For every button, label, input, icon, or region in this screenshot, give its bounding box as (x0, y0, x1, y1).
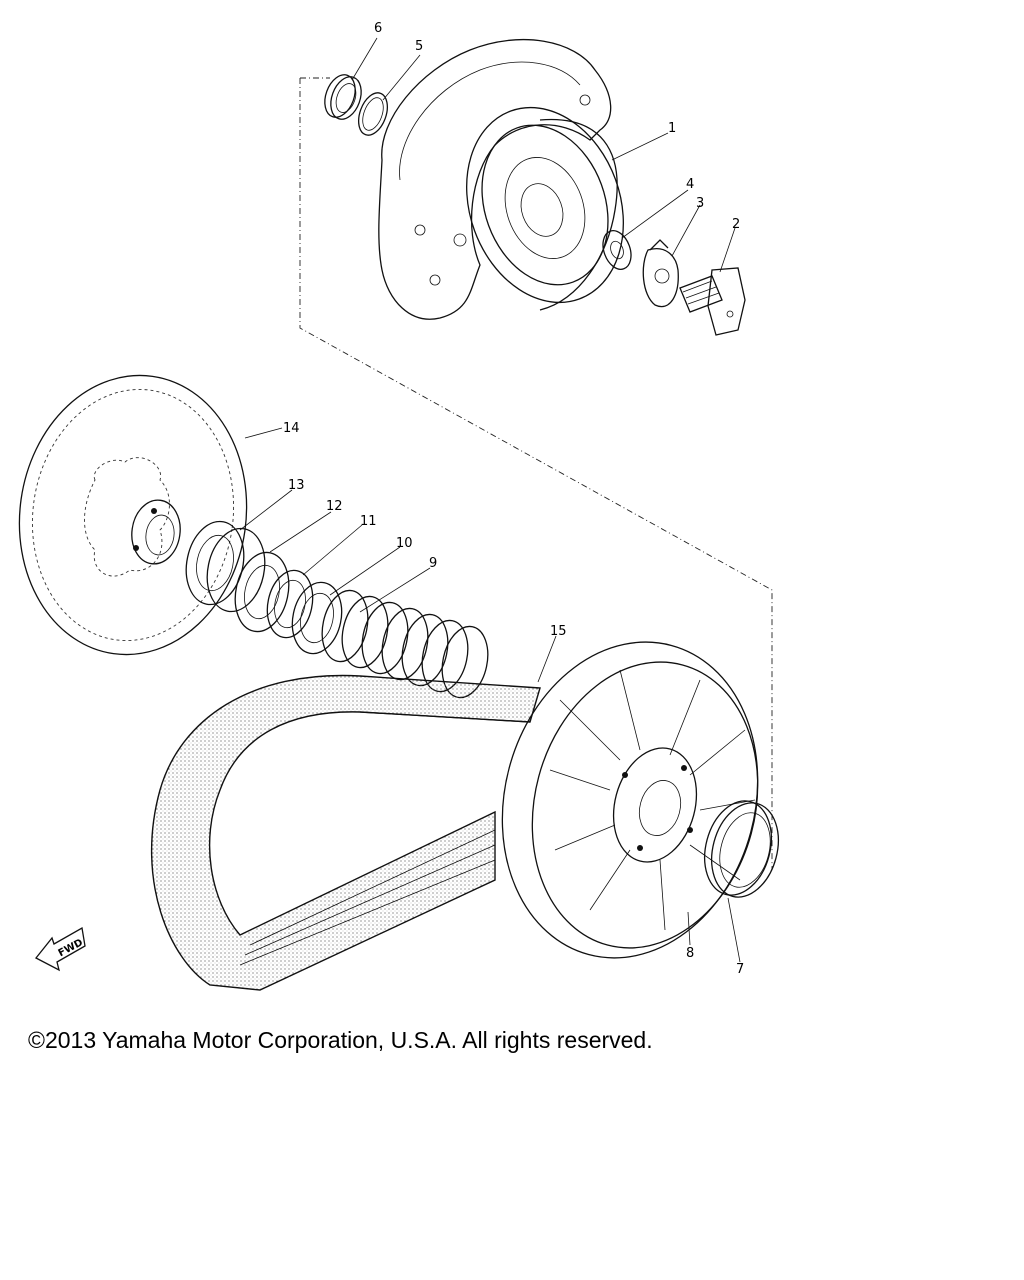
assembly-guide-lines (299, 77, 773, 870)
part-14-sheave-disc (18, 374, 248, 656)
callout-14: 14 (283, 421, 300, 436)
callout-5: 5 (415, 39, 423, 54)
callout-1: 1 (668, 121, 676, 136)
part-8-sheave (501, 641, 759, 959)
part-11-washer (266, 569, 314, 639)
callout-15: 15 (550, 624, 567, 639)
part-7-collar-ring (704, 800, 779, 898)
fwd-arrow-icon: FWD (34, 926, 86, 972)
part-3-lock-washer (642, 239, 679, 308)
part-4-washer (602, 230, 632, 270)
callout-10: 10 (396, 536, 413, 551)
part-10-spring-seat (291, 581, 343, 655)
callout-8: 8 (686, 946, 694, 961)
callout-13: 13 (288, 478, 305, 493)
callout-2: 2 (732, 217, 740, 232)
exploded-parts-diagram: 6 5 1 4 3 2 14 13 12 11 10 9 15 8 7 FWD (18, 21, 779, 991)
callout-numbers: 6 5 1 4 3 2 14 13 12 11 10 9 15 8 7 (283, 21, 744, 977)
callout-6: 6 (374, 21, 382, 36)
copyright-notice: ©2013 Yamaha Motor Corporation, U.S.A. A… (28, 1027, 653, 1053)
callout-12: 12 (326, 499, 343, 514)
callout-4: 4 (686, 177, 694, 192)
part-1-sheave-housing (378, 39, 624, 320)
callout-11: 11 (360, 514, 377, 529)
callout-7: 7 (736, 962, 744, 977)
callout-3: 3 (696, 196, 704, 211)
part-2-bolt (679, 267, 746, 336)
callout-9: 9 (429, 556, 437, 571)
leader-lines (239, 37, 741, 963)
part-13-bushing (185, 520, 266, 613)
part-12-spacer (234, 551, 290, 633)
part-5-circlip (358, 92, 388, 136)
part-15-v-belt (150, 674, 541, 991)
